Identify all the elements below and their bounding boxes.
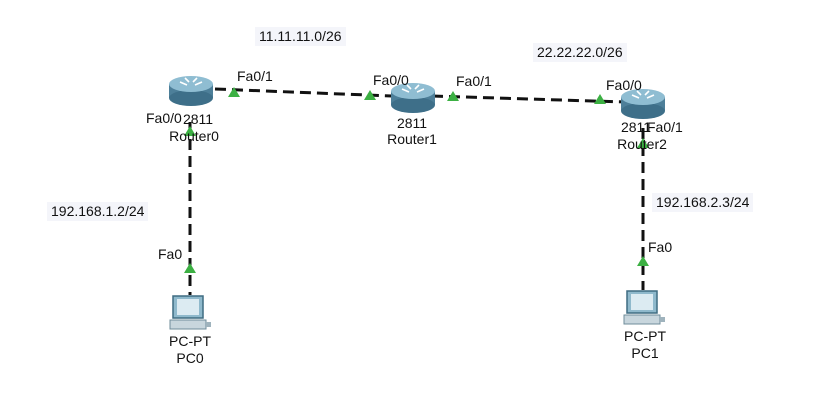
link-router1-router2[interactable]	[431, 94, 626, 104]
pc1-name: PC1	[631, 345, 659, 361]
router2-port-fa00: Fa0/0	[606, 77, 642, 93]
router1-name: Router1	[387, 131, 437, 147]
pc1-model: PC-PT	[624, 328, 666, 344]
pc0-ip-note[interactable]: 192.168.1.2/24	[47, 202, 149, 221]
router0-port-fa00: Fa0/0	[146, 110, 182, 126]
pc0-icon[interactable]	[168, 295, 212, 331]
link-up-indicator	[594, 94, 606, 104]
network-note-r1-r2[interactable]: 22.22.22.0/26	[533, 43, 627, 62]
pc1-icon[interactable]	[622, 290, 666, 326]
router0-port-fa01: Fa0/1	[237, 68, 273, 84]
pc1-ip-note[interactable]: 192.168.2.3/24	[652, 193, 754, 212]
router1-icon[interactable]	[390, 80, 436, 114]
pc1-port-fa0: Fa0	[648, 239, 673, 255]
network-note-r0-r1[interactable]: 11.11.11.0/26	[255, 27, 346, 46]
link-up-indicator	[637, 138, 649, 148]
link-up-indicator	[184, 263, 196, 273]
router1-port-fa01: Fa0/1	[456, 73, 492, 89]
router0-name: Router0	[169, 128, 219, 144]
link-up-indicator	[184, 126, 196, 136]
router0-icon[interactable]	[168, 73, 214, 107]
link-up-indicator	[637, 256, 649, 266]
router2-model: 2811	[620, 119, 652, 135]
router1-port-fa00: Fa0/0	[373, 72, 409, 88]
router1-model: 2811	[396, 115, 428, 131]
pc0-model: PC-PT	[169, 333, 211, 349]
router0-model: 2811	[182, 111, 214, 127]
link-up-indicator	[447, 91, 459, 101]
link-up-indicator	[364, 90, 376, 100]
router2-port-fa01: Fa0/1	[647, 119, 683, 135]
link-router0-router1[interactable]	[214, 87, 393, 98]
link-up-indicator	[228, 87, 240, 97]
router2-icon[interactable]	[620, 86, 666, 120]
router2-name: Router2	[617, 136, 667, 152]
pc0-port-fa0: Fa0	[158, 246, 183, 262]
pc0-name: PC0	[176, 350, 204, 366]
